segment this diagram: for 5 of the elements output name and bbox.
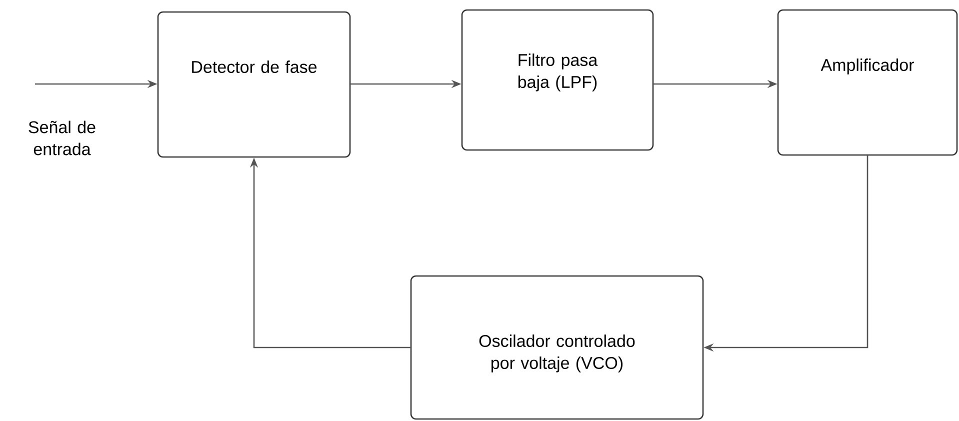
process-box: Amplificador	[777, 9, 958, 156]
process-box: Oscilador controlado por voltaje (VCO)	[410, 275, 704, 420]
edge-label: Señal de entrada	[28, 120, 96, 156]
process-box: Detector de fase	[157, 11, 351, 158]
process-box: Filtro pasa baja (LPF)	[461, 9, 654, 151]
